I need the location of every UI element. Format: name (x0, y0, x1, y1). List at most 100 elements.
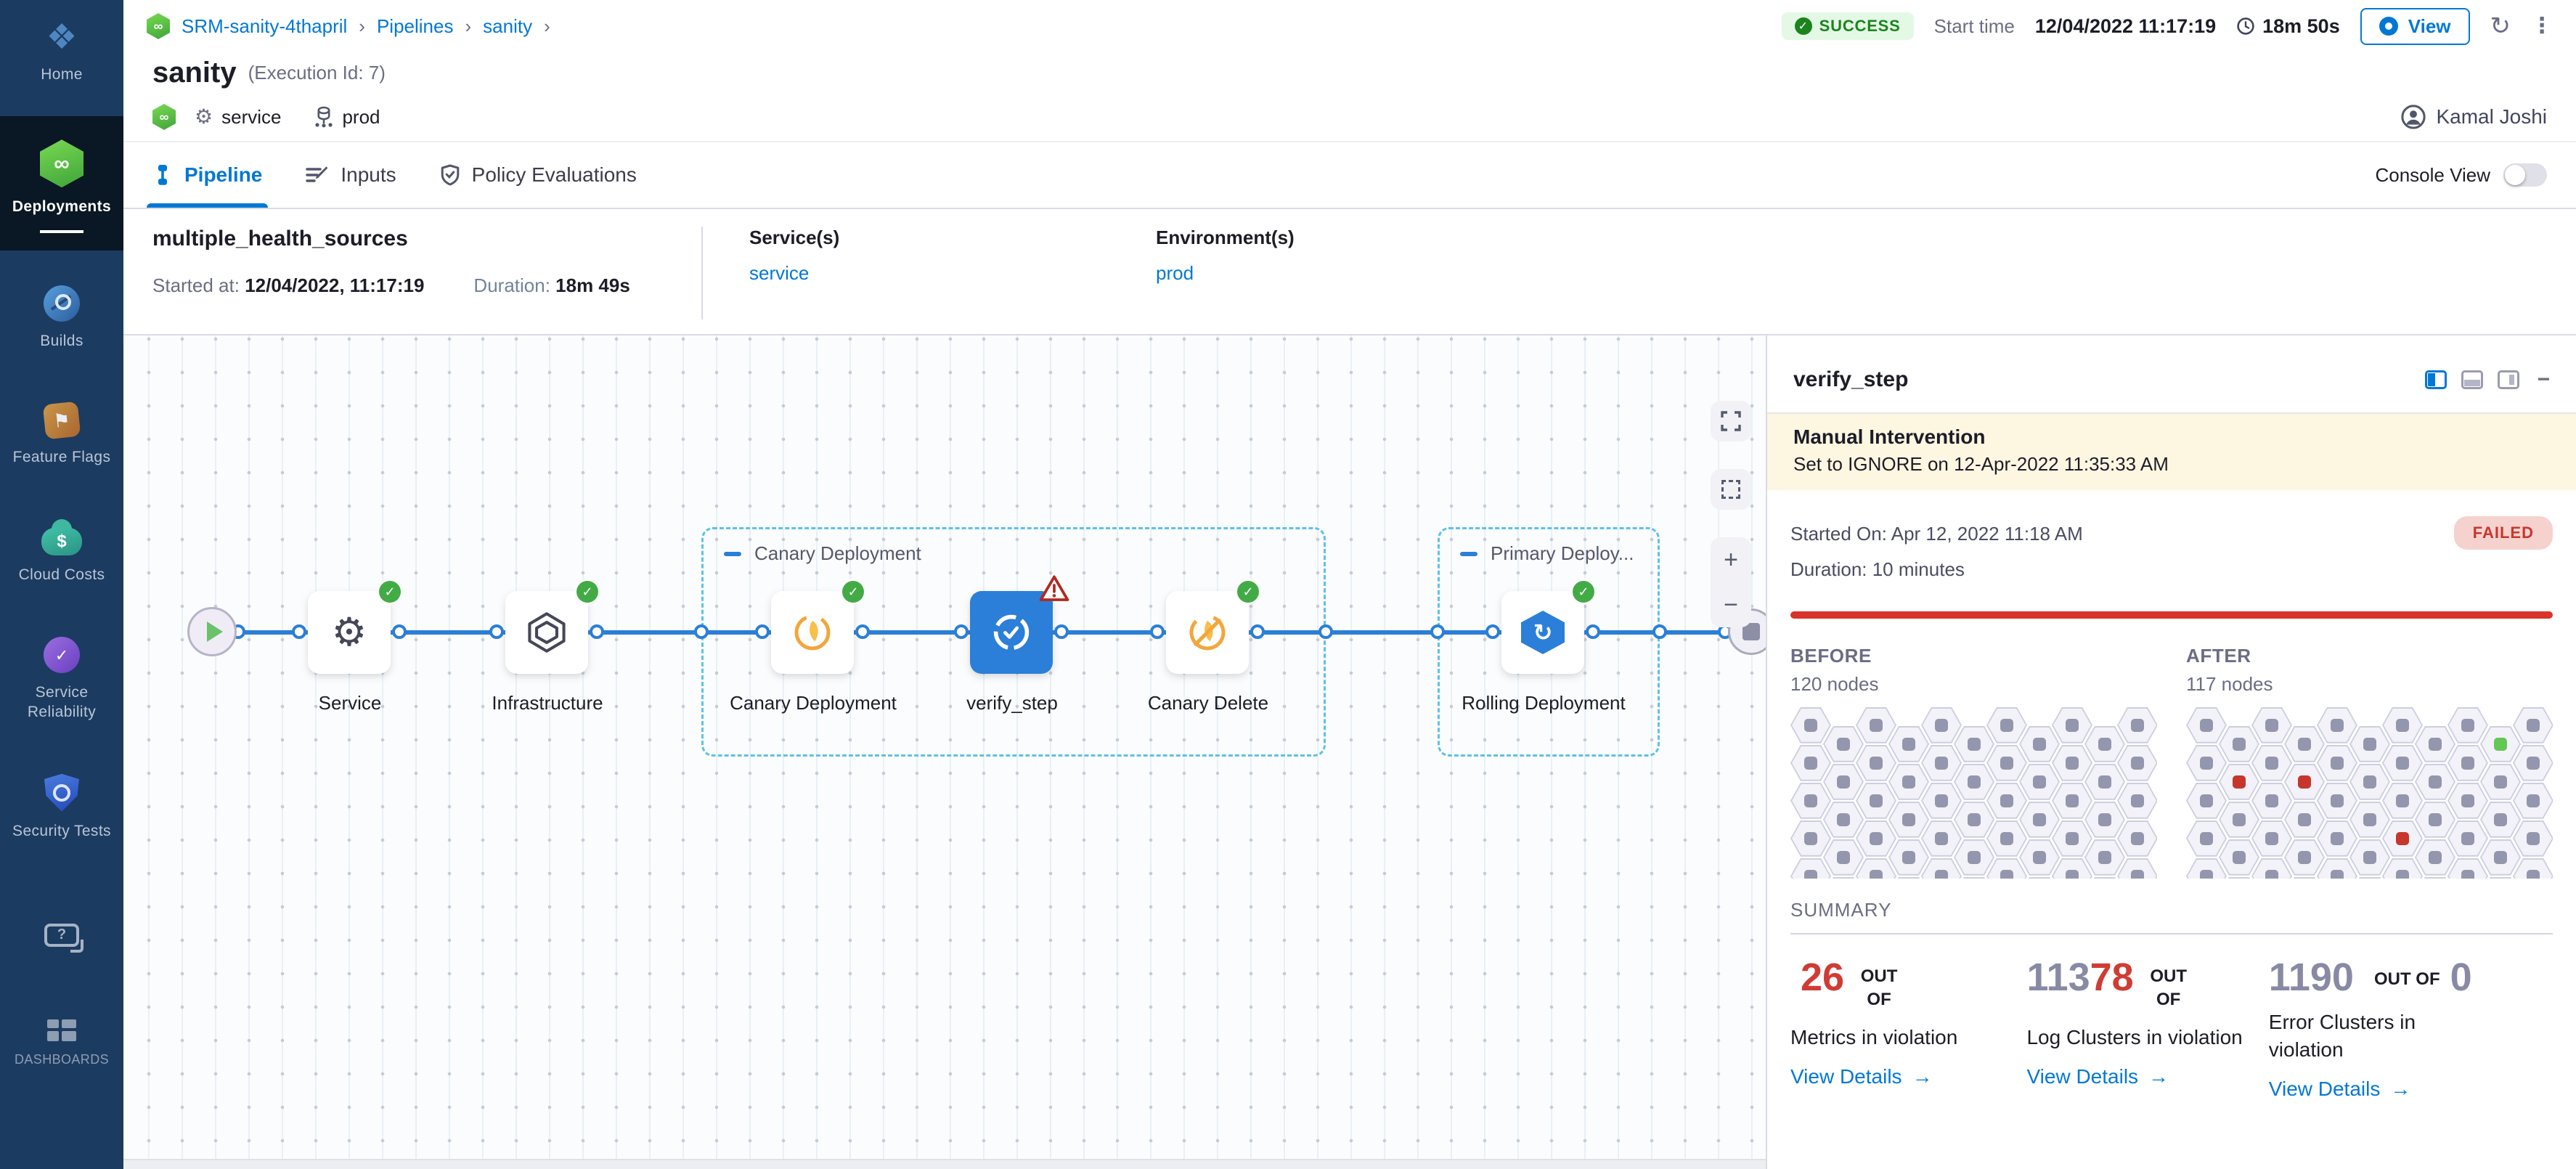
sidebar-item-service-reliability[interactable]: Service Reliability (0, 622, 123, 736)
group-primary-deployment[interactable]: Primary Deploy... (1438, 527, 1660, 757)
hex-node[interactable] (2382, 744, 2423, 781)
hex-node[interactable] (2447, 858, 2488, 879)
breadcrumb-project[interactable]: SRM-sanity-4thapril (182, 15, 348, 37)
pipeline-canvas[interactable]: Canary Deployment Primary Deploy... (123, 335, 1766, 1169)
hex-node[interactable] (2447, 820, 2488, 857)
tab-inputs[interactable]: Inputs (306, 142, 396, 208)
hex-node[interactable] (2186, 744, 2227, 781)
view-button[interactable]: View (2360, 7, 2470, 45)
hex-node[interactable] (2251, 744, 2292, 781)
hex-node[interactable] (2480, 839, 2521, 876)
hex-node[interactable] (1856, 858, 1896, 879)
layout-right-view-icon[interactable] (2425, 370, 2447, 389)
hex-node[interactable] (2513, 820, 2553, 857)
tab-policy-evaluations[interactable]: Policy Evaluations (440, 142, 637, 208)
hex-node[interactable] (2284, 839, 2325, 876)
hex-node[interactable] (2513, 706, 2553, 744)
hex-node[interactable] (1856, 744, 1896, 781)
hex-node[interactable] (2084, 839, 2125, 876)
hex-node[interactable] (2513, 858, 2553, 879)
hex-node[interactable] (1856, 706, 1896, 744)
refresh-icon[interactable] (2490, 14, 2511, 38)
group-canary-deployment[interactable]: Canary Deployment (701, 527, 1326, 757)
hex-node[interactable] (2019, 725, 2060, 762)
console-view-toggle[interactable] (2503, 163, 2547, 187)
hex-node[interactable] (2084, 725, 2125, 762)
hex-node[interactable] (1954, 839, 1994, 876)
hex-node[interactable] (2349, 839, 2390, 876)
hex-node[interactable] (2317, 858, 2357, 879)
hex-node[interactable] (1790, 706, 1831, 744)
hex-node[interactable] (2251, 858, 2292, 879)
hex-node[interactable] (2219, 801, 2259, 838)
sidebar-item-dashboards[interactable]: DASHBOARDS (0, 1005, 123, 1083)
view-details-link[interactable]: View Details (1790, 1065, 2000, 1088)
hex-node[interactable] (2284, 801, 2325, 838)
marquee-select-button[interactable] (1711, 469, 1751, 510)
hex-node[interactable] (2019, 876, 2060, 879)
hex-node[interactable] (2117, 820, 2157, 857)
hex-node[interactable] (1823, 839, 1864, 876)
hex-node[interactable] (2415, 725, 2455, 762)
service-link[interactable]: service (749, 262, 810, 284)
hex-node[interactable] (2251, 820, 2292, 857)
hex-node[interactable] (2019, 801, 2060, 838)
hex-node[interactable] (1954, 725, 1994, 762)
hex-node[interactable] (2349, 876, 2390, 879)
hex-node[interactable] (2019, 763, 2060, 800)
hex-node[interactable] (2480, 876, 2521, 879)
hex-node[interactable] (2117, 858, 2157, 879)
hex-node[interactable] (2415, 839, 2455, 876)
hex-node[interactable] (2084, 763, 2125, 800)
node-canary-deployment[interactable] (771, 581, 864, 674)
layout-bottom-view-icon[interactable] (2461, 370, 2484, 389)
hex-node[interactable] (1921, 820, 1962, 857)
hex-node[interactable] (2052, 820, 2092, 857)
hex-node[interactable] (2382, 782, 2423, 819)
hex-node[interactable] (2349, 725, 2390, 762)
hex-node[interactable] (1921, 782, 1962, 819)
hex-node[interactable] (1986, 744, 2027, 781)
collapse-icon[interactable] (724, 551, 741, 556)
hex-node[interactable] (2219, 839, 2259, 876)
hex-node[interactable] (1954, 876, 1994, 879)
hex-node[interactable] (2219, 725, 2259, 762)
hex-node[interactable] (1856, 820, 1896, 857)
node-canary-delete[interactable] (1166, 581, 1259, 674)
sidebar-item-security-tests[interactable]: Security Tests (0, 759, 123, 855)
sidebar-item-home[interactable]: Home (0, 6, 123, 99)
hex-node[interactable] (2480, 801, 2521, 838)
node-rolling-deployment[interactable] (1501, 581, 1594, 674)
sidebar-item-deployments[interactable]: Deployments (0, 116, 123, 250)
breadcrumb-pipeline-name[interactable]: sanity (483, 15, 533, 37)
hex-node[interactable] (1921, 744, 1962, 781)
hex-node[interactable] (2117, 744, 2157, 781)
hex-node[interactable] (2284, 725, 2325, 762)
hex-node[interactable] (1823, 876, 1864, 879)
hex-node[interactable] (2480, 763, 2521, 800)
hex-node[interactable] (1856, 782, 1896, 819)
hex-node[interactable] (1986, 782, 2027, 819)
hex-node[interactable] (1986, 820, 2027, 857)
hex-node[interactable] (2284, 763, 2325, 800)
hex-node[interactable] (1823, 725, 1864, 762)
hex-node[interactable] (1888, 876, 1929, 879)
sidebar-item-builds[interactable]: Builds (0, 271, 123, 365)
hex-node[interactable] (1888, 801, 1929, 838)
view-details-link[interactable]: View Details (2269, 1078, 2553, 1101)
hex-node[interactable] (2349, 801, 2390, 838)
hex-node[interactable] (2513, 782, 2553, 819)
hex-node[interactable] (1921, 858, 1962, 879)
hex-node[interactable] (1954, 801, 1994, 838)
hex-node[interactable] (2284, 876, 2325, 879)
hex-node[interactable] (1986, 858, 2027, 879)
hex-node[interactable] (2447, 782, 2488, 819)
fit-to-screen-button[interactable] (1711, 401, 1751, 441)
hex-node[interactable] (2447, 744, 2488, 781)
hex-node[interactable] (2317, 706, 2357, 744)
environment-link[interactable]: prod (1156, 262, 1194, 284)
zoom-out-button[interactable] (1711, 582, 1751, 627)
hex-node[interactable] (2186, 782, 2227, 819)
hex-node[interactable] (2084, 876, 2125, 879)
hex-node[interactable] (2382, 706, 2423, 744)
